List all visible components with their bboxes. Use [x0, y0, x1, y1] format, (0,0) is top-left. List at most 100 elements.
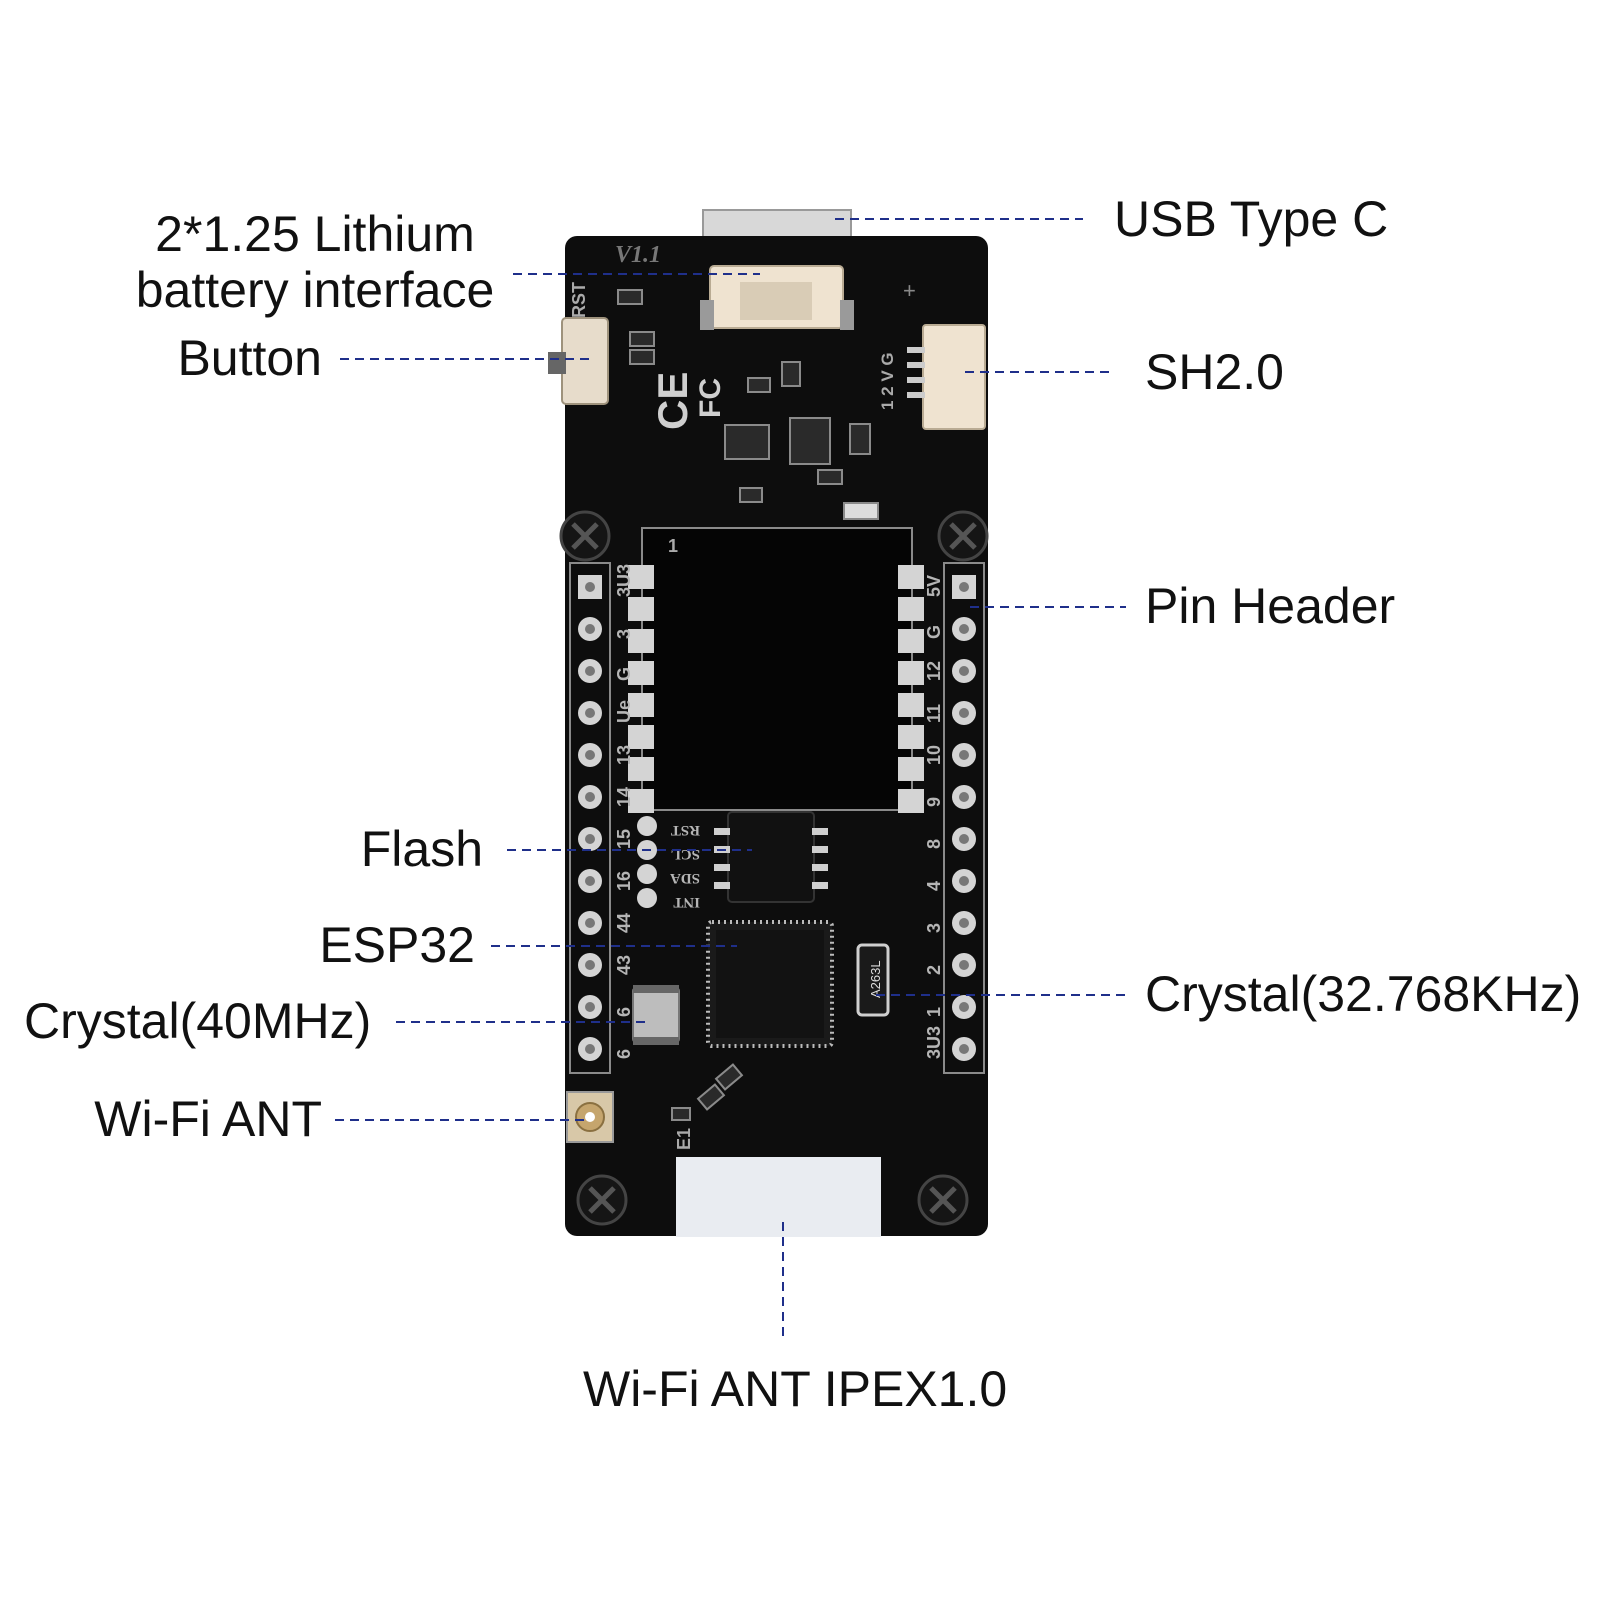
pin-hole-center: [585, 666, 595, 676]
module-pad: [628, 629, 654, 653]
module-pad: [898, 693, 924, 717]
i2c-pads: RST SCL SDA INT: [637, 816, 700, 910]
i2c-pad: [637, 816, 657, 836]
i2c-pad: [637, 888, 657, 908]
module-pad: [628, 693, 654, 717]
pin-hole-center: [959, 750, 969, 760]
module-pad: [628, 661, 654, 685]
crystal-32khz-label: Crystal(32.768KHz): [1145, 966, 1582, 1022]
button-label: Button: [177, 330, 322, 386]
left-pin-label: 3: [614, 629, 634, 639]
i2c-pad-label: SDA: [670, 870, 700, 886]
pin-hole-center: [585, 1002, 595, 1012]
pin-hole-center: [585, 960, 595, 970]
right-pin-header-outline: [943, 562, 985, 1074]
module-pads: [628, 565, 924, 813]
right-pin-label: 3U3: [924, 1026, 944, 1059]
ipex-connector: [566, 1091, 614, 1143]
left-pin-label: 44: [614, 913, 634, 933]
module-pad: [628, 565, 654, 589]
ce-mark: CE: [649, 372, 696, 430]
antenna-area: [676, 1157, 881, 1237]
pin-hole-center: [585, 582, 595, 592]
module-pad: [898, 789, 924, 813]
pin-hole-center: [959, 834, 969, 844]
wifi-ant-label: Wi-Fi ANT: [94, 1091, 322, 1147]
right-pin-label: 3: [924, 923, 944, 933]
wifi-ipex-label: Wi-Fi ANT IPEX1.0: [583, 1361, 1008, 1417]
battery-interface-label: 2*1.25 Lithium battery interface: [110, 206, 520, 318]
left-pin-label: G: [614, 667, 634, 681]
module-pad: [898, 661, 924, 685]
battery-label-line2: battery interface: [135, 262, 495, 318]
pin-hole-center: [959, 582, 969, 592]
right-pin-label: 9: [924, 797, 944, 807]
pin-hole-center: [959, 792, 969, 802]
crystal-40mhz: [632, 985, 680, 1045]
rf-components: [671, 1063, 744, 1121]
leader-lines: [335, 218, 1126, 1340]
left-pin-header-outline: [569, 562, 611, 1074]
module-pin-one: 1: [668, 536, 678, 556]
pin-hole-center: [585, 918, 595, 928]
pin-hole-center: [959, 876, 969, 886]
module-pad: [628, 597, 654, 621]
i2c-pad-label: SCL: [671, 846, 700, 862]
left-pin-label: 15: [614, 829, 634, 849]
plus-mark: +: [903, 278, 916, 303]
left-pin-label: 6: [614, 1007, 634, 1017]
right-pin-label: 5V: [924, 575, 944, 597]
crystal-code: A263L: [868, 960, 883, 998]
right-pin-label: 12: [924, 661, 944, 681]
left-pin-label: 43: [614, 955, 634, 975]
pin-hole-center: [959, 1044, 969, 1054]
esp32-chip: [706, 920, 834, 1048]
pin-hole-center: [959, 666, 969, 676]
pin-hole-center: [959, 1002, 969, 1012]
crystal-32khz: A263L: [856, 943, 890, 1017]
pin-hole-center: [585, 834, 595, 844]
pin-hole-center: [959, 708, 969, 718]
pin-header-label: Pin Header: [1145, 578, 1396, 634]
right-pin-label: G: [924, 625, 944, 639]
sh20-label: SH2.0: [1145, 344, 1284, 400]
pin-hole-center: [959, 624, 969, 634]
i2c-pad-label: INT: [673, 894, 700, 910]
pin-hole-center: [585, 624, 595, 634]
smd-components: [617, 289, 879, 520]
mounting-screw: [559, 510, 611, 562]
version-mark: V1.1: [615, 242, 661, 268]
i2c-pad: [637, 864, 657, 884]
right-pin-label: 10: [924, 745, 944, 765]
left-pin-label: 13: [614, 745, 634, 765]
i2c-pad-label: RST: [671, 822, 700, 838]
fc-mark: FC: [694, 378, 727, 418]
module-pad: [628, 789, 654, 813]
right-pin-label: 4: [924, 881, 944, 891]
usb-type-c-label: USB Type C: [1114, 191, 1389, 247]
battery-label-line1: 2*1.25 Lithium: [155, 206, 475, 262]
antenna-mark: E1: [674, 1128, 694, 1150]
mounting-screw: [917, 1174, 969, 1226]
module-pad: [898, 629, 924, 653]
esp32-label: ESP32: [319, 917, 475, 973]
right-pin-label: 8: [924, 839, 944, 849]
crystal-40mhz-label: Crystal(40MHz): [24, 993, 372, 1049]
right-pin-label: 2: [924, 965, 944, 975]
pin-hole-center: [959, 918, 969, 928]
right-pin-label: 1: [924, 1007, 944, 1017]
usb-c-port: [702, 209, 852, 241]
left-pin-label: 16: [614, 871, 634, 891]
left-pin-label: 6: [614, 1049, 634, 1059]
pin-hole-center: [585, 750, 595, 760]
right-pin-label: 11: [924, 704, 944, 723]
sh20-connector: [907, 324, 986, 430]
left-pin-label: 14: [614, 787, 634, 807]
display-module-footprint: [641, 527, 913, 811]
pin-hole-center: [585, 876, 595, 886]
module-pad: [628, 757, 654, 781]
pin-hole-center: [959, 960, 969, 970]
reset-button: [548, 317, 609, 405]
left-pin-label: Ue: [614, 700, 634, 723]
